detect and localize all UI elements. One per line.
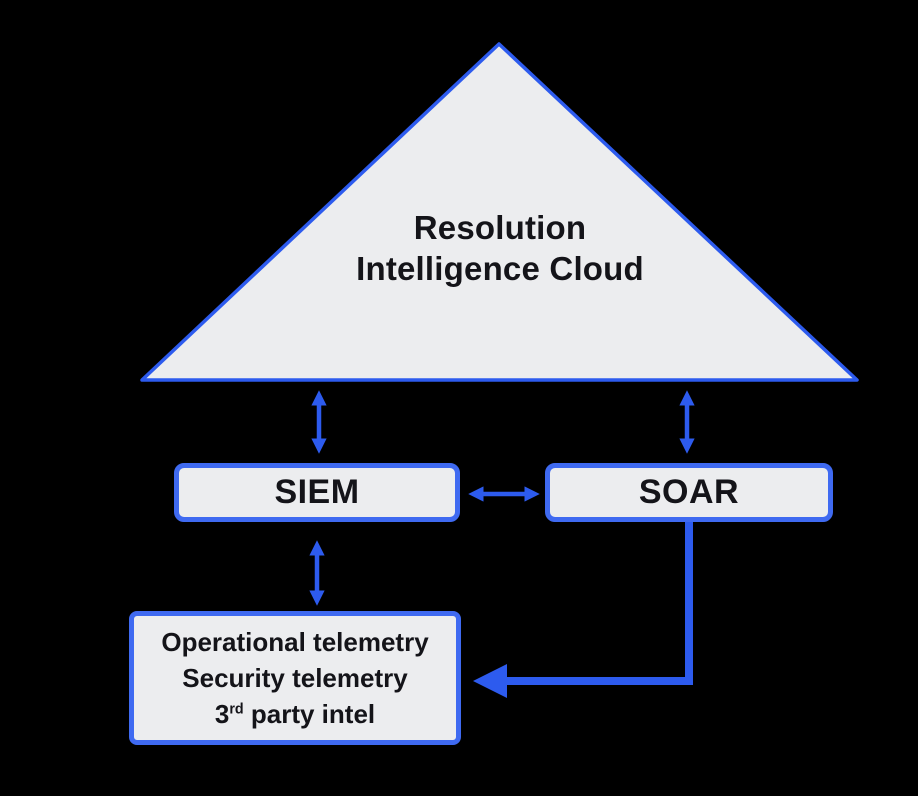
telemetry-line-security: Security telemetry xyxy=(182,663,408,693)
soar-label: SOAR xyxy=(638,473,740,511)
thirdparty-rest: party intel xyxy=(250,699,376,729)
thirdparty-number: 3 xyxy=(214,699,230,729)
left-arrowhead-icon xyxy=(473,664,507,698)
thirdparty-ordinal: rd xyxy=(229,701,244,718)
siem-label: SIEM xyxy=(274,473,360,511)
pyramid-label-line1: Resolution xyxy=(413,209,587,246)
connector-soar-telemetry xyxy=(473,522,693,698)
pyramid-label: Resolution Intelligence Cloud xyxy=(300,207,700,289)
pyramid-shape xyxy=(140,42,859,382)
pyramid-label-line2: Intelligence Cloud xyxy=(356,250,644,287)
telemetry-line-thirdparty: 3rd party intel xyxy=(215,696,375,732)
siem-box: SIEM xyxy=(174,463,460,522)
soar-box: SOAR xyxy=(545,463,833,522)
telemetry-box: Operational telemetry Security telemetry… xyxy=(129,611,461,745)
telemetry-line-operational: Operational telemetry xyxy=(161,627,429,657)
